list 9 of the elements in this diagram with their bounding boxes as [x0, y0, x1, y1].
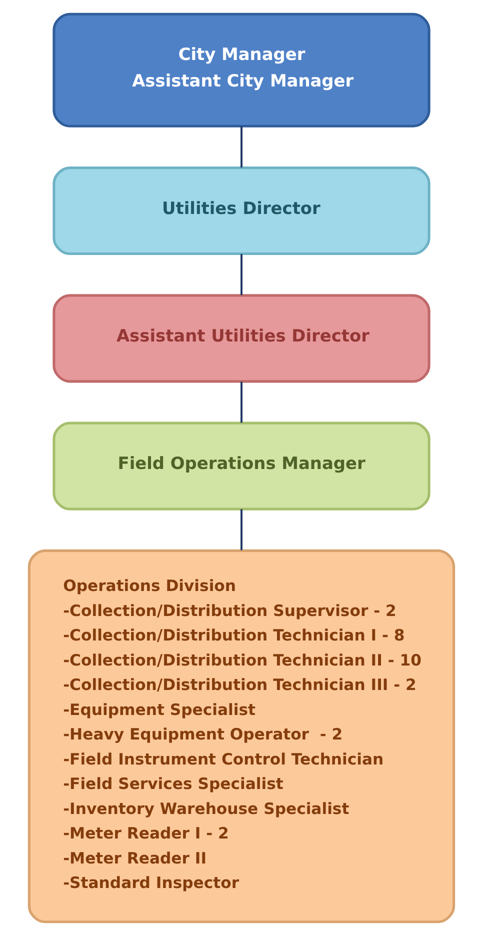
node-box: Field Operations Manager [52, 422, 430, 510]
node-box: Assistant Utilities Director [52, 294, 430, 383]
connector [240, 126, 242, 168]
connector [240, 254, 242, 296]
connector [240, 509, 242, 550]
node-box: City Manager Assistant City Manager [52, 12, 430, 128]
node-box: Utilities Director [52, 166, 430, 256]
node-box: Operations Division -Collection/Distribution Supervisor - 2 -Collection/Distribution Technician I - 8 -Collection/Distribution Technician II - 10 -Collection/Distribution Technician III - 2 -Equipment Specialist -Heavy Equipment Operator - 2 -Field Instrument Control Technician -Field Services Specialist -Inventory Warehouse Specialist -Meter Reader I - 2 -Meter Reader II -Standard Inspector [27, 549, 455, 924]
connector [240, 382, 242, 423]
